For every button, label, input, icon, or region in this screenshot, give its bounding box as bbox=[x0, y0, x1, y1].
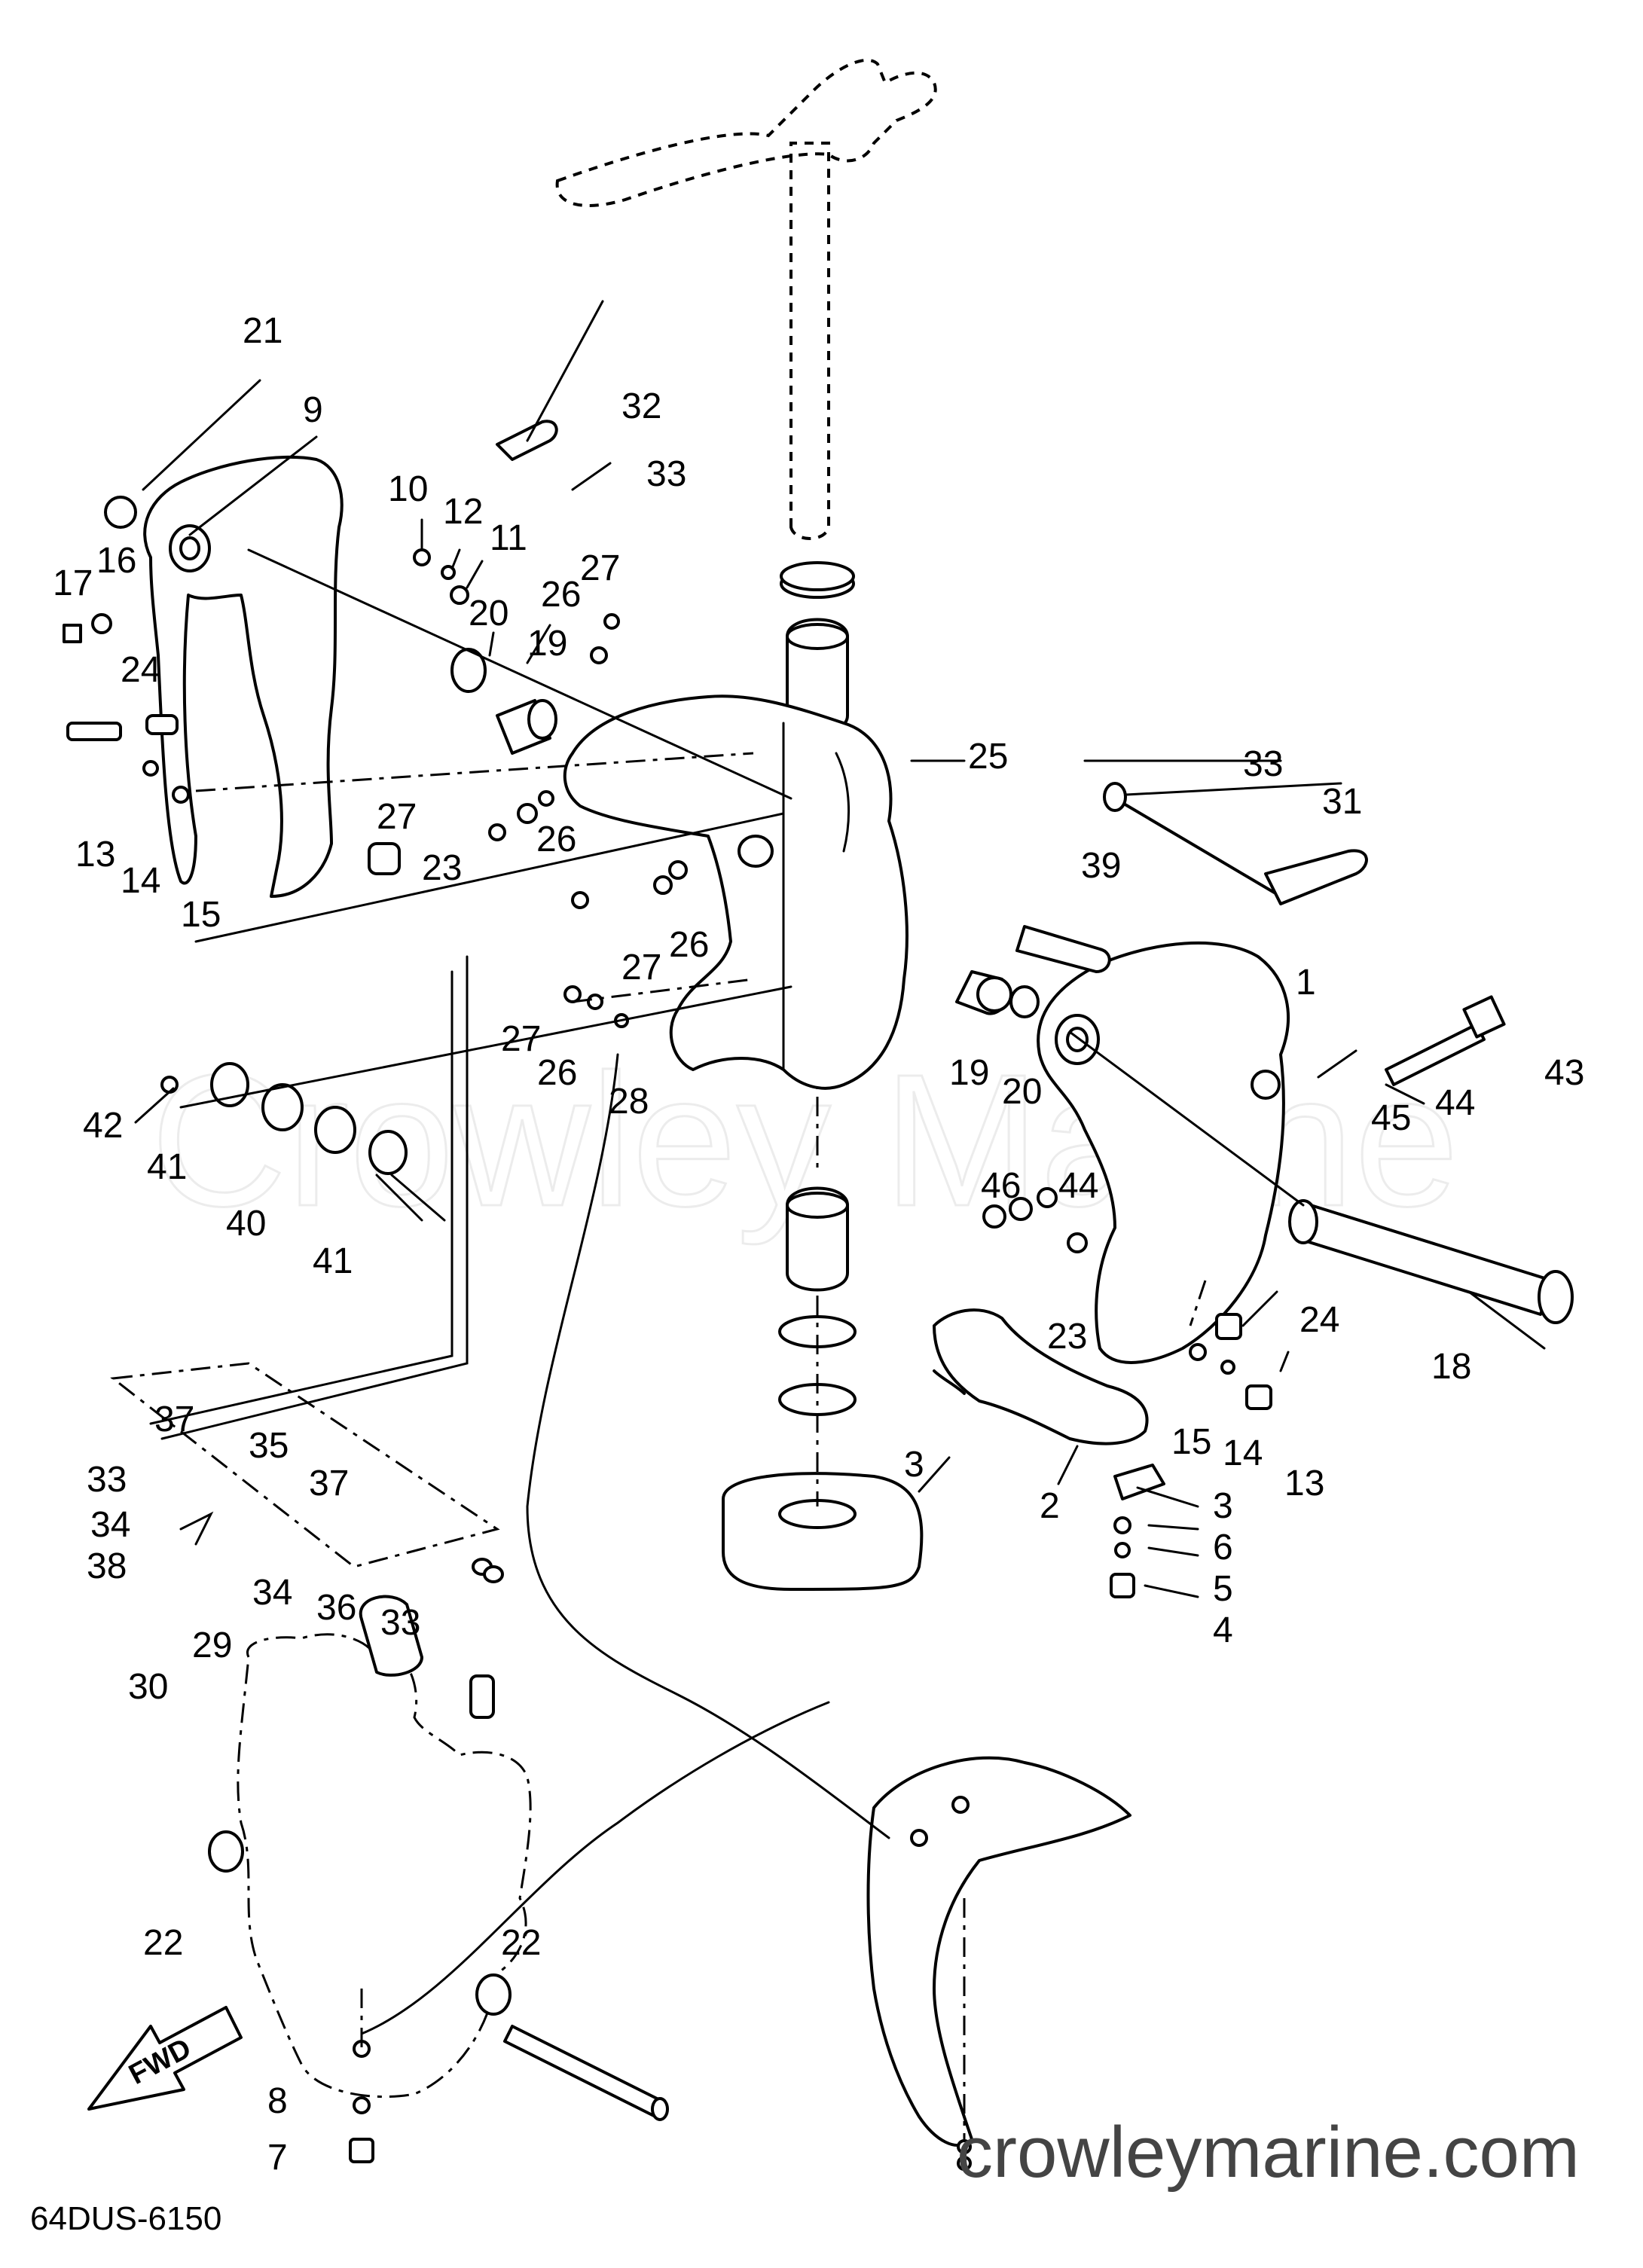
site-url: crowleymarine.com bbox=[957, 2112, 1580, 2193]
callout-35: 35 bbox=[249, 1426, 289, 1466]
callout-22: 22 bbox=[143, 1923, 183, 1963]
callout-19: 19 bbox=[527, 624, 567, 664]
callout-27: 27 bbox=[580, 548, 620, 588]
callout-9: 9 bbox=[303, 390, 323, 430]
callouts: 21 9 32 33 10 12 11 27 26 16 17 20 19 24… bbox=[53, 311, 1584, 2178]
callout-17: 17 bbox=[53, 563, 93, 603]
callout-41: 41 bbox=[147, 1147, 187, 1187]
callout-13: 13 bbox=[75, 835, 115, 875]
callout-15: 15 bbox=[181, 895, 221, 935]
callout-7: 7 bbox=[267, 2138, 288, 2178]
through-tube bbox=[1288, 1199, 1574, 1324]
callout-34-b: 34 bbox=[252, 1573, 292, 1613]
callout-23: 23 bbox=[422, 848, 462, 888]
lower-bracket bbox=[866, 1756, 1131, 2171]
callout-16: 16 bbox=[96, 541, 136, 581]
callout-33-d: 33 bbox=[380, 1603, 420, 1643]
callout-26-d: 26 bbox=[537, 1053, 577, 1093]
small-hardware bbox=[63, 496, 1281, 1598]
callout-14-b: 14 bbox=[1223, 1433, 1263, 1473]
callout-14: 14 bbox=[121, 861, 160, 901]
swivel-bracket bbox=[563, 694, 909, 1090]
callout-11: 11 bbox=[490, 518, 527, 558]
callout-20-b: 20 bbox=[1002, 1072, 1042, 1112]
center-mount-stack bbox=[722, 561, 924, 1591]
callout-37: 37 bbox=[154, 1400, 194, 1439]
callout-31: 31 bbox=[1322, 782, 1362, 822]
callout-18: 18 bbox=[1431, 1347, 1471, 1387]
callout-32: 32 bbox=[621, 386, 661, 426]
callout-19-b: 19 bbox=[949, 1053, 989, 1093]
callout-42: 42 bbox=[83, 1106, 123, 1146]
callout-20: 20 bbox=[469, 594, 508, 633]
callout-45: 45 bbox=[1371, 1098, 1411, 1138]
left-clamp-bracket bbox=[143, 455, 344, 898]
callout-39: 39 bbox=[1081, 846, 1121, 886]
callout-5: 5 bbox=[1213, 1569, 1233, 1609]
callout-4: 4 bbox=[1213, 1610, 1233, 1650]
lower-mount-bracket bbox=[933, 1308, 1165, 1500]
callout-10: 10 bbox=[388, 469, 428, 509]
callout-34: 34 bbox=[90, 1505, 130, 1545]
tilt-unit bbox=[208, 1558, 669, 2163]
callout-26: 26 bbox=[541, 575, 581, 615]
callout-44-b: 44 bbox=[1058, 1166, 1098, 1206]
callout-6: 6 bbox=[1213, 1528, 1233, 1567]
callout-25: 25 bbox=[968, 737, 1008, 777]
callout-15-b: 15 bbox=[1171, 1422, 1211, 1462]
callout-3-b: 3 bbox=[1213, 1486, 1233, 1526]
callout-28: 28 bbox=[609, 1082, 649, 1122]
callout-23-b: 23 bbox=[1047, 1317, 1087, 1357]
long-bolt bbox=[1385, 995, 1506, 1086]
callout-41-b: 41 bbox=[313, 1241, 353, 1281]
callout-13-b: 13 bbox=[1284, 1464, 1324, 1503]
callout-8: 8 bbox=[267, 2081, 288, 2121]
left-bushing bbox=[450, 648, 557, 755]
callout-29: 29 bbox=[192, 1625, 232, 1665]
callout-33-c: 33 bbox=[87, 1460, 127, 1500]
callout-1: 1 bbox=[1296, 963, 1316, 1003]
callout-33: 33 bbox=[646, 454, 686, 494]
callout-36: 36 bbox=[316, 1588, 356, 1628]
callout-37-b: 37 bbox=[309, 1464, 349, 1503]
callout-26-b: 26 bbox=[536, 820, 576, 859]
callout-30: 30 bbox=[128, 1667, 168, 1707]
right-clamp-bracket bbox=[1037, 941, 1290, 1364]
callout-3: 3 bbox=[904, 1445, 924, 1485]
callout-27-b: 27 bbox=[377, 797, 417, 837]
callout-38: 38 bbox=[87, 1546, 127, 1586]
callout-43: 43 bbox=[1544, 1053, 1584, 1093]
callout-46: 46 bbox=[981, 1166, 1021, 1206]
callout-40: 40 bbox=[226, 1204, 266, 1244]
callout-21: 21 bbox=[243, 311, 282, 351]
callout-26-c: 26 bbox=[669, 925, 709, 965]
callout-24: 24 bbox=[121, 650, 160, 690]
fwd-arrow: FWD bbox=[87, 2006, 243, 2111]
callout-44: 44 bbox=[1435, 1083, 1475, 1123]
diagram-code: 64DUS-6150 bbox=[30, 2200, 221, 2237]
leader-lines bbox=[110, 300, 1546, 2139]
callout-22-b: 22 bbox=[501, 1923, 541, 1963]
callout-27-d: 27 bbox=[501, 1019, 541, 1059]
callout-33-b: 33 bbox=[1243, 744, 1283, 784]
callout-12: 12 bbox=[443, 492, 483, 532]
callout-2: 2 bbox=[1040, 1486, 1060, 1526]
callout-24-b: 24 bbox=[1299, 1300, 1339, 1340]
steering-arm bbox=[555, 59, 937, 540]
callout-27-c: 27 bbox=[621, 948, 661, 987]
